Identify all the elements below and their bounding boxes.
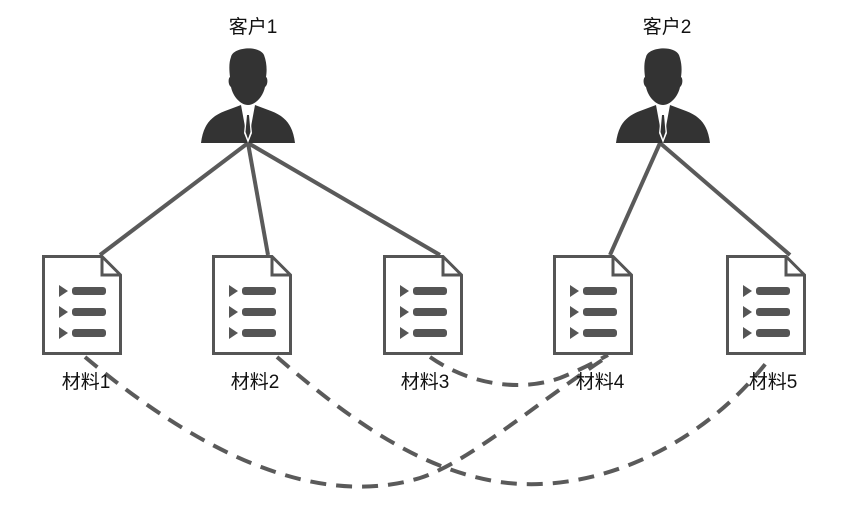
material-label: 材料4 bbox=[576, 371, 625, 393]
material-label: 材料2 bbox=[231, 371, 280, 393]
document-list-icon bbox=[42, 255, 122, 355]
businessman-icon bbox=[201, 48, 295, 143]
customer-label: 客户2 bbox=[643, 16, 692, 38]
ownership-link-c1-m2 bbox=[246, 142, 270, 256]
material-label: 材料1 bbox=[62, 371, 111, 393]
material-label: 材料3 bbox=[401, 371, 450, 393]
ownership-link-c1-m3 bbox=[246, 141, 442, 257]
material-label: 材料5 bbox=[749, 371, 798, 393]
relation-link-3-4 bbox=[428, 353, 609, 387]
material-4: 材料4 bbox=[553, 255, 633, 393]
material-1: 材料1 bbox=[42, 255, 122, 393]
ownership-link-c2-m4 bbox=[608, 142, 662, 256]
document-list-icon bbox=[726, 255, 806, 355]
ownership-link-c2-m5 bbox=[658, 141, 792, 257]
material-2: 材料2 bbox=[212, 255, 292, 393]
ownership-link-c1-m1 bbox=[98, 141, 250, 257]
customer-1: 客户1 bbox=[201, 16, 295, 143]
relation-link-2-5 bbox=[275, 355, 772, 487]
document-list-icon bbox=[553, 255, 633, 355]
material-5: 材料5 bbox=[726, 255, 806, 393]
customer-2: 客户2 bbox=[616, 16, 710, 143]
material-3: 材料3 bbox=[383, 255, 463, 393]
businessman-icon bbox=[616, 48, 710, 143]
document-list-icon bbox=[212, 255, 292, 355]
customer-label: 客户1 bbox=[229, 16, 278, 38]
relation-link-1-4 bbox=[83, 353, 612, 489]
document-list-icon bbox=[383, 255, 463, 355]
